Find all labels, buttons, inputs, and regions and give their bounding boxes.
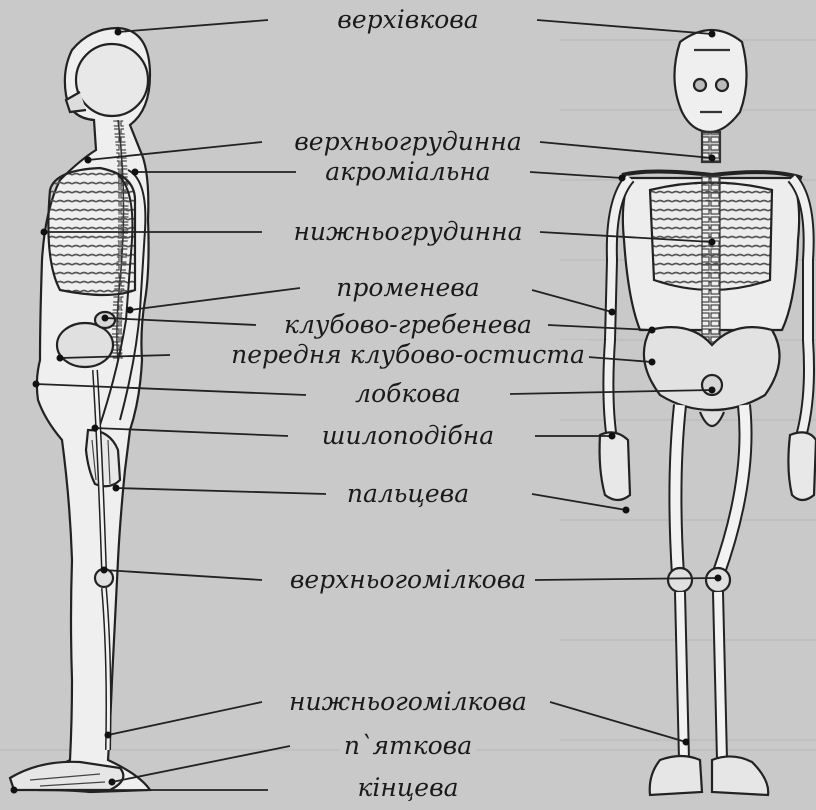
label-suprasternal: верхньогрудинна xyxy=(0,127,816,157)
label-iliocristal: клубово-гребенева xyxy=(0,310,816,340)
label-acromial: акроміальна xyxy=(0,157,816,187)
label-heel: п`яткова xyxy=(0,731,816,761)
label-stylion: шилоподібна xyxy=(0,421,816,451)
label-tibial-upper: верхньогомілкова xyxy=(0,565,816,595)
label-pubic: лобкова xyxy=(0,379,816,409)
label-dactylion: пальцева xyxy=(0,479,816,509)
label-terminal: кінцева xyxy=(0,773,816,803)
label-radial: променева xyxy=(0,273,816,303)
label-substernal: нижньогрудинна xyxy=(0,217,816,247)
label-vertex: верхівкова xyxy=(0,5,816,35)
label-iliospinal: передня клубово-остиста xyxy=(0,340,816,370)
label-tibial-lower: нижньогомілкова xyxy=(0,687,816,717)
